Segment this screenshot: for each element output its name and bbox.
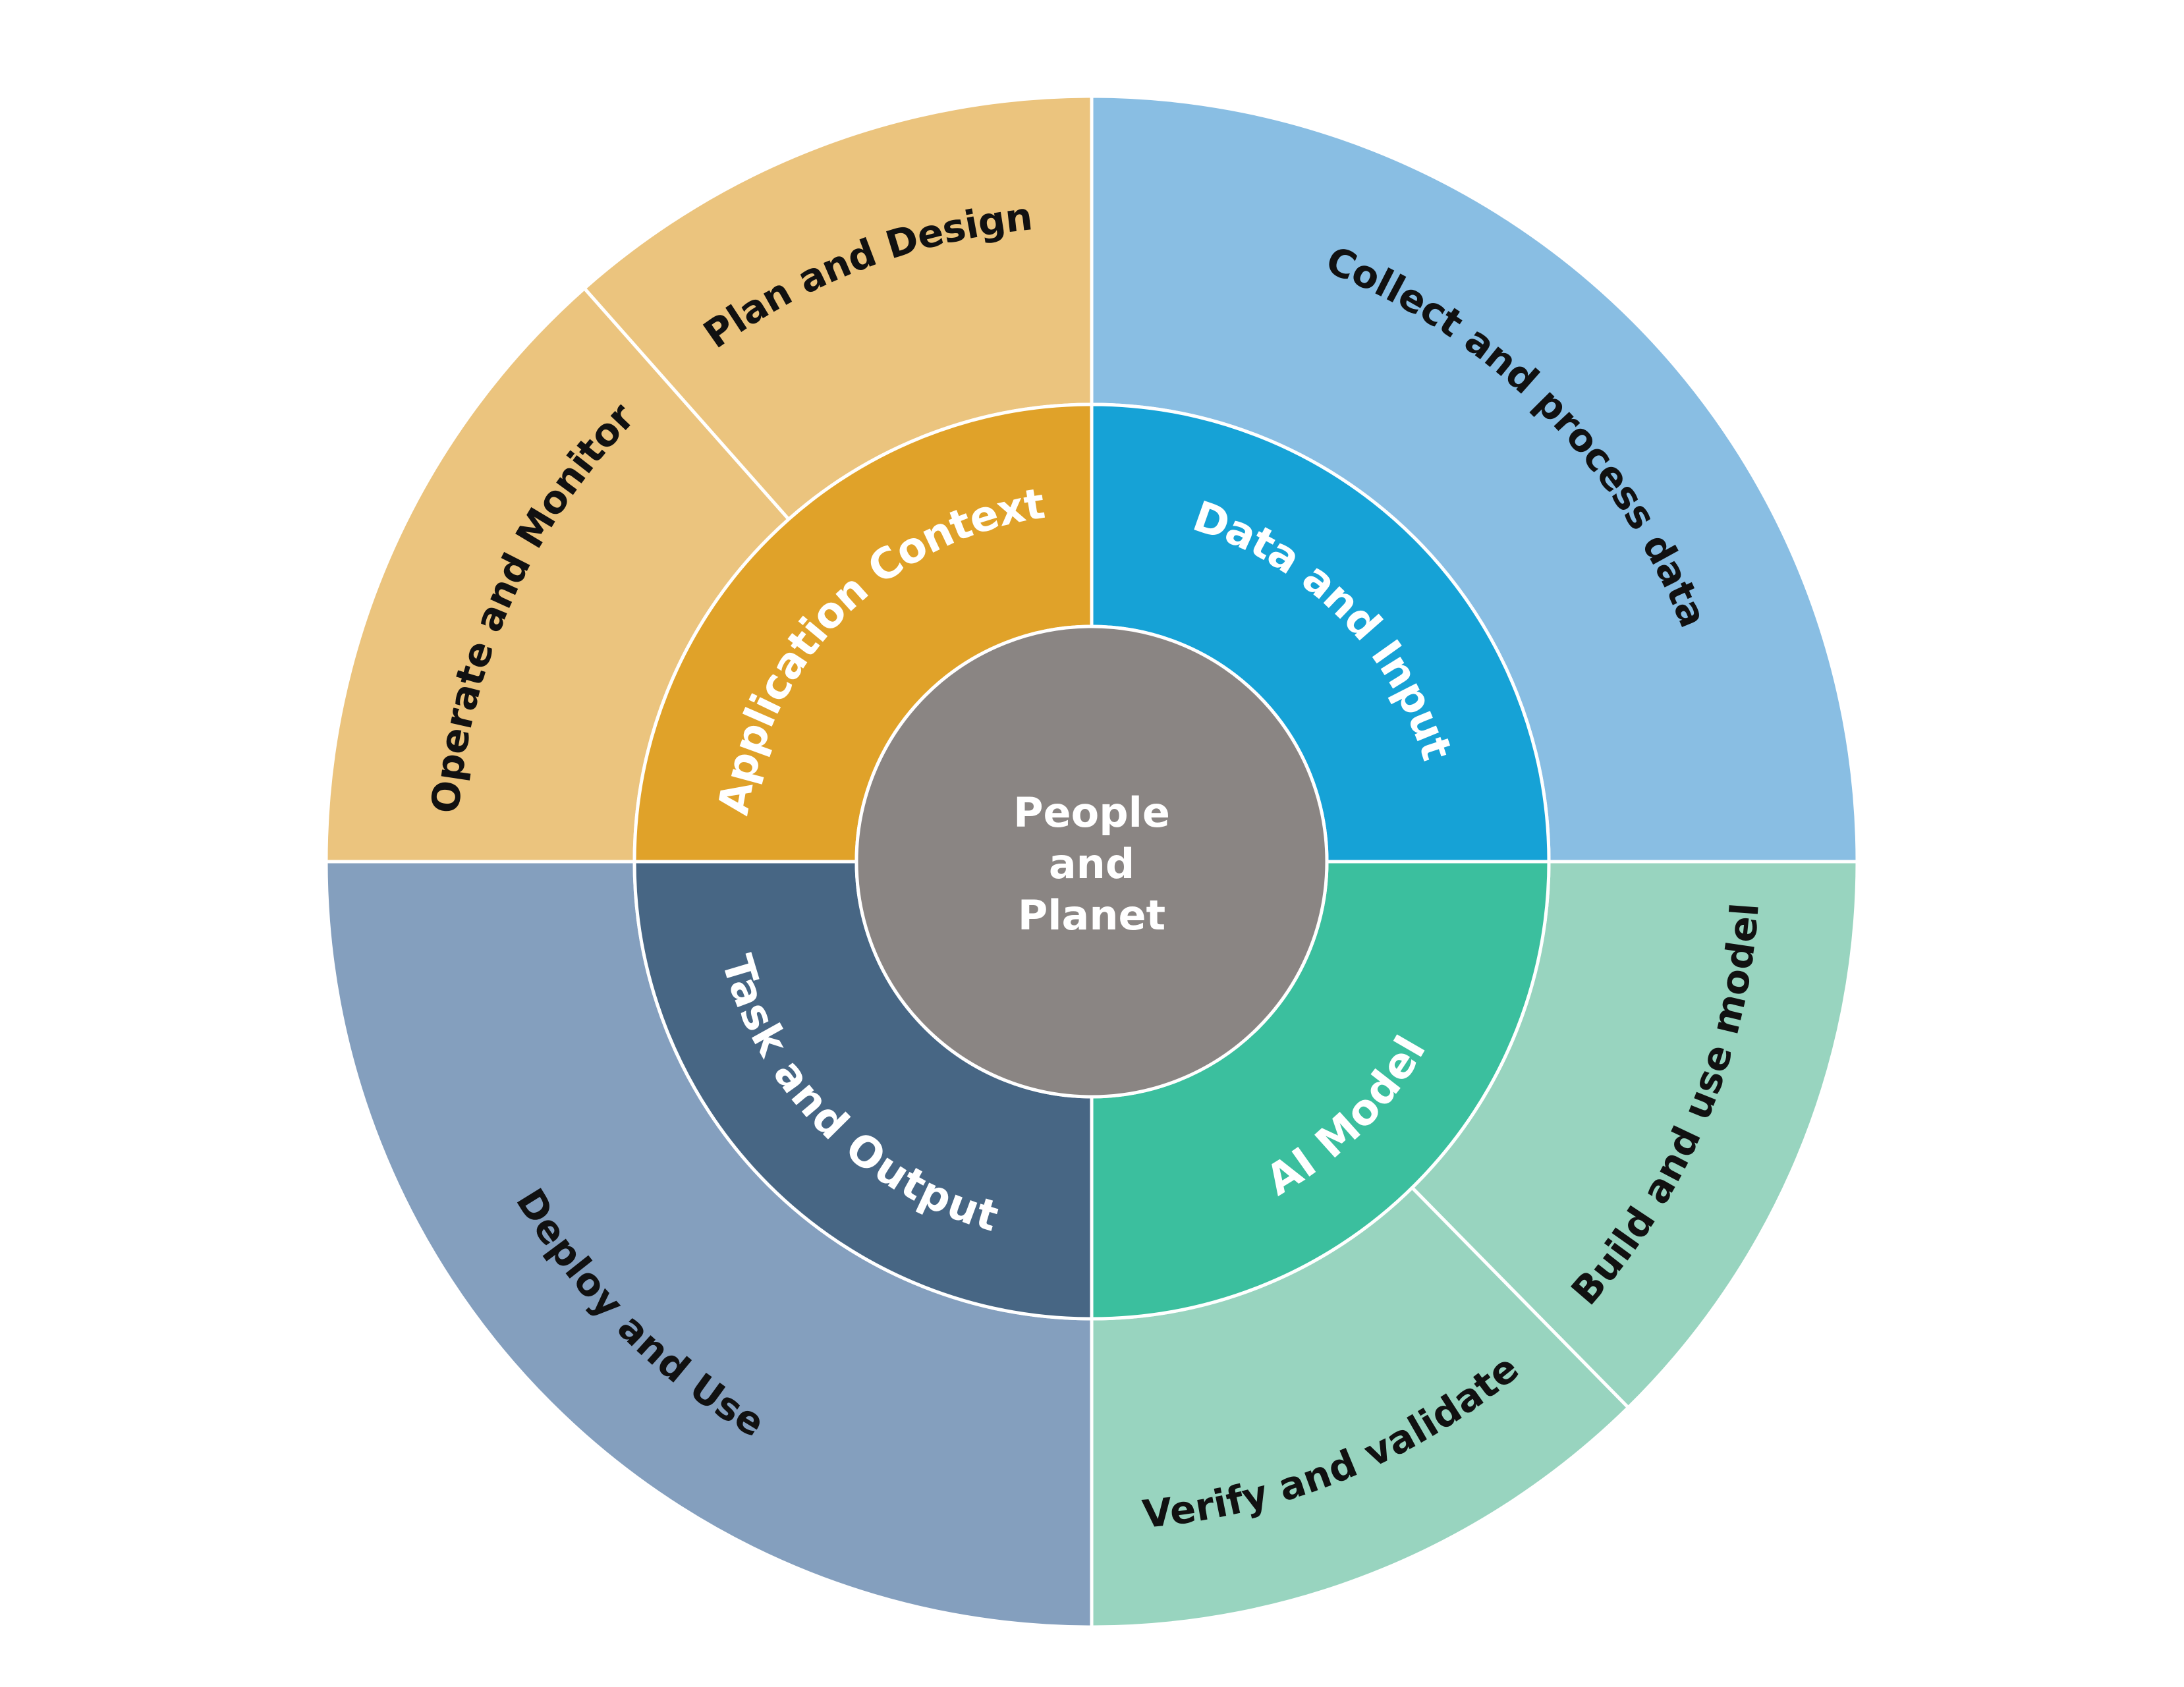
- center-label-line-2: and: [1049, 840, 1134, 888]
- center-circle: [854, 624, 1329, 1099]
- center-label-line-1: People: [1013, 788, 1170, 837]
- center-circle-group: People and Planet: [854, 624, 1329, 1099]
- inner-ring: [632, 402, 1551, 1321]
- center-label-line-3: Planet: [1018, 891, 1165, 939]
